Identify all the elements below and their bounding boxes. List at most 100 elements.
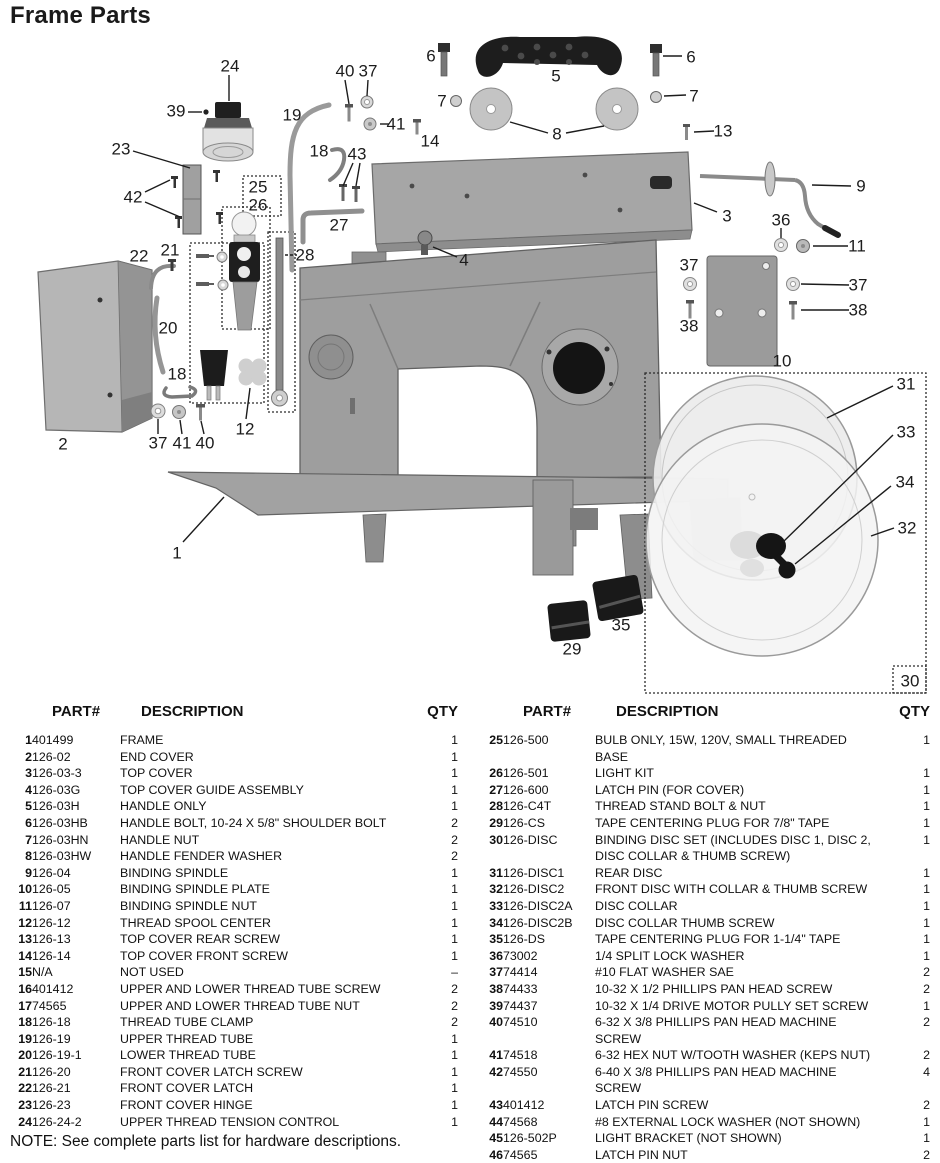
cell-part: 74433 <box>503 981 538 996</box>
cell-qty: 1 <box>923 898 930 913</box>
leader-line <box>811 184 852 187</box>
cell-num: 31 <box>489 865 503 880</box>
cell-part: 126-23 <box>32 1098 71 1113</box>
leader-line <box>693 202 718 213</box>
cell-part: 126-DISC2A <box>503 898 573 913</box>
cell-num: 33 <box>489 898 503 913</box>
cell-qty: 1 <box>923 733 930 747</box>
top-hardware-cluster <box>345 95 421 135</box>
callout-38: 38 <box>680 317 699 336</box>
cell-num: 2 <box>25 749 32 764</box>
cell-qty: 1 <box>923 799 930 814</box>
cell-qty: 1 <box>451 766 458 781</box>
cell-desc: 10-32 X 1/4 DRIVE MOTOR PULLY SET SCREW <box>595 998 869 1013</box>
upper-thread-tube-part <box>287 102 365 273</box>
collar-thumb-screw-part <box>778 561 796 579</box>
cell-qty: 1 <box>451 1064 458 1079</box>
cell-part: 126-07 <box>32 898 71 913</box>
cell-qty: 2 <box>923 1098 930 1113</box>
cell-desc: FRONT COVER LATCH <box>120 1081 254 1096</box>
cell-desc: THREAD TUBE CLAMP <box>120 1015 254 1030</box>
cell-desc: LATCH PIN (FOR COVER) <box>595 782 745 797</box>
cell-part: 126-24-2 <box>32 1114 82 1129</box>
cell-part: 126-02 <box>32 749 71 764</box>
callout-13: 13 <box>714 122 733 141</box>
cell-num: 36 <box>489 948 503 963</box>
leader-line <box>693 130 715 133</box>
leader-line <box>509 121 549 134</box>
leader-line <box>870 527 895 537</box>
cell-desc: DISC COLLAR <box>595 898 678 913</box>
callout-26: 26 <box>249 196 268 215</box>
cell-part: 126-DISC <box>503 832 558 847</box>
cell-desc: TOP COVER REAR SCREW <box>120 932 280 947</box>
cell-desc: BINDING SPINDLE <box>120 865 229 880</box>
cell-part: 74550 <box>503 1064 538 1079</box>
cell-desc: BINDING DISC SET (INCLUDES DISC 1, DISC … <box>595 832 871 864</box>
callout-10: 10 <box>773 352 792 371</box>
cell-num: 11 <box>18 898 32 913</box>
cell-num: 44 <box>489 1114 503 1129</box>
cell-qty: 1 <box>451 915 458 930</box>
callout-8: 8 <box>552 125 561 144</box>
callout-37: 37 <box>849 276 868 295</box>
callout-35: 35 <box>612 616 631 635</box>
cell-desc: 10-32 X 1/2 PHILLIPS PAN HEAD SCREW <box>595 981 833 996</box>
cell-num: 23 <box>18 1098 32 1113</box>
callout-6: 6 <box>426 47 435 66</box>
cell-qty: 1 <box>923 998 930 1013</box>
cell-num: 13 <box>18 932 32 947</box>
tape-plug-35 <box>592 574 644 622</box>
cell-qty: 1 <box>451 782 458 797</box>
cell-desc: BINDING SPINDLE PLATE <box>120 882 270 897</box>
cell-part: 126-21 <box>32 1081 71 1096</box>
fender-washer-left <box>469 87 513 131</box>
cell-desc: LOWER THREAD TUBE <box>120 1048 256 1063</box>
cell-qty: 1 <box>923 865 930 880</box>
cell-num: 45 <box>489 1131 503 1146</box>
cell-desc: TAPE CENTERING PLUG FOR 7/8" TAPE <box>595 815 830 830</box>
pan-head-screw-38-right <box>789 301 797 320</box>
leader-line <box>245 387 251 420</box>
cell-desc: FRAME <box>120 733 164 747</box>
header-part: PART# <box>52 703 101 720</box>
leader-line <box>200 420 205 435</box>
cell-desc: TOP COVER FRONT SCREW <box>120 948 288 963</box>
cell-qty: 1 <box>451 799 458 814</box>
cell-part: 126-13 <box>32 932 71 947</box>
cell-qty: 4 <box>923 1064 930 1079</box>
cell-part: 401412 <box>503 1098 545 1113</box>
cell-part: 126-19 <box>32 1031 71 1046</box>
leader-line <box>794 485 892 565</box>
cell-num: 28 <box>489 799 503 814</box>
cell-desc: HANDLE ONLY <box>120 799 207 814</box>
cell-qty: 2 <box>451 832 458 847</box>
callout-leader-lines <box>132 55 895 565</box>
cell-part: 74414 <box>503 965 538 980</box>
cell-num: 3 <box>25 766 32 781</box>
cell-qty: 1 <box>451 932 458 947</box>
cell-desc: END COVER <box>120 749 194 764</box>
cell-qty: 2 <box>451 1015 458 1030</box>
cell-desc: HANDLE BOLT, 10-24 X 5/8" SHOULDER BOLT <box>120 815 387 830</box>
frame-body-part <box>299 239 662 481</box>
cell-desc: 1/4 SPLIT LOCK WASHER <box>595 948 745 963</box>
callout-28: 28 <box>296 246 315 265</box>
cell-num: 39 <box>489 998 503 1013</box>
